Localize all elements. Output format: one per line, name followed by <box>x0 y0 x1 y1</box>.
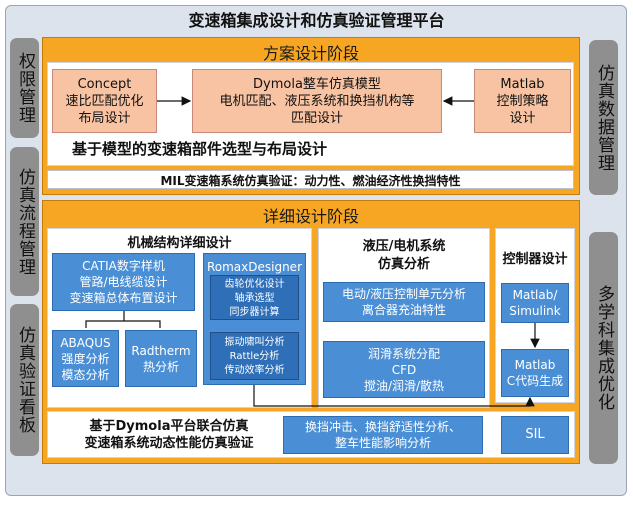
simulation-data-management-panel[interactable]: 仿真数据管理 <box>589 40 618 195</box>
simulation-dashboard-panel[interactable]: 仿真验证看板 <box>10 304 39 456</box>
scheme-summary: 基于模型的变速箱部件选型与布局设计 <box>72 140 328 158</box>
page-title: 变速箱集成设计和仿真验证管理平台 <box>188 11 445 30</box>
hydraulic-title-line2: 仿真分析 <box>377 257 430 272</box>
arrow-mech-to-bottom <box>253 385 535 407</box>
catia-box[interactable]: CATIA数字样机管路/电线缆设计变速箱总体布置设计 <box>52 253 195 311</box>
hydraulic-box1-line1: 电动/液压控制单元分析 <box>341 287 467 301</box>
codegen-line1: Matlab <box>514 358 556 372</box>
concept-label: Concept <box>77 76 132 92</box>
cosim-line1: 基于Dymola平台联合仿真 <box>89 419 249 434</box>
mechanical-title: 机械结构详细设计 <box>127 236 232 251</box>
dymola-line3: 匹配设计 <box>290 110 343 126</box>
hydraulic-control-box[interactable]: 电动/液压控制单元分析离合器充油特性 <box>323 282 485 322</box>
sil-box[interactable]: SIL <box>501 416 569 454</box>
permission-management-panel[interactable]: 权限管理 <box>10 38 39 138</box>
shift-analysis-line1: 换挡冲击、换挡舒适性分析、 <box>304 420 461 434</box>
romax-gear-line3: 同步器计算 <box>229 307 280 318</box>
arrow-catia-tree <box>85 311 161 328</box>
hydraulic-title-line1: 液压/电机系统 <box>362 239 446 254</box>
dymola-label: Dymola整车仿真模型 <box>253 76 381 92</box>
romax-gear-line1: 齿轮优化设计 <box>224 279 285 290</box>
romax-title: RomaxDesigner <box>206 260 303 274</box>
abaqus-line3: 模态分析 <box>61 367 110 382</box>
romax-vib-line2: Rattle分析 <box>229 351 280 362</box>
cosim-text: 基于Dymola平台联合仿真变速箱系统动态性能仿真验证 <box>58 418 280 452</box>
cosim-line2: 变速箱系统动态性能仿真验证 <box>84 436 254 451</box>
catia-label: CATIA数字样机 <box>82 259 165 273</box>
hydraulic-title: 液压/电机系统仿真分析 <box>318 238 490 274</box>
dymola-model-box[interactable]: Dymola整车仿真模型电机匹配、液压系统和换挡机构等匹配设计 <box>192 69 442 133</box>
radtherm-label: Radtherm <box>131 343 191 358</box>
codegen-line2: C代码生成 <box>506 374 564 388</box>
lubrication-line1: 润滑系统分配 <box>367 346 440 361</box>
controller-title: 控制器设计 <box>502 252 568 267</box>
concept-line3: 布局设计 <box>78 110 131 126</box>
matlab-simulink-box[interactable]: Matlab/Simulink <box>501 283 569 323</box>
catia-line2: 管路/电线缆设计 <box>79 275 168 289</box>
simulation-flow-management-panel[interactable]: 仿真流程管理 <box>10 147 39 296</box>
dymola-line2: 电机匹配、液压系统和换挡机构等 <box>219 93 415 109</box>
shift-analysis-box[interactable]: 换挡冲击、换挡舒适性分析、整车性能影响分析 <box>283 416 483 454</box>
concept-line2: 速比匹配优化 <box>65 93 144 109</box>
matlab-line3: 设计 <box>509 110 536 126</box>
romax-vibration-box[interactable]: 振动啸叫分析 Rattle分析传动效率分析 <box>210 332 299 380</box>
matlab-line2: 控制策略 <box>496 93 549 109</box>
romax-gear-line2: 轴承选型 <box>234 293 275 304</box>
lubrication-line3: 搅油/润滑/散热 <box>363 378 445 393</box>
hydraulic-box1-line2: 离合器充油特性 <box>361 303 446 317</box>
radtherm-line2: 热分析 <box>142 359 179 374</box>
multidisciplinary-optimization-panel[interactable]: 多学科集成优化 <box>589 232 618 464</box>
romax-vib-line3: 传动效率分析 <box>224 365 285 376</box>
mil-text: MIL变速箱系统仿真验证：动力性、燃油经济性换挡特性 <box>160 174 461 188</box>
abaqus-label: ABAQUS <box>60 335 111 350</box>
shift-analysis-line2: 整车性能影响分析 <box>334 436 431 450</box>
matlab-label: Matlab <box>500 76 545 92</box>
abaqus-line2: 强度分析 <box>61 351 110 366</box>
simulink-line1: Matlab/ <box>512 288 558 302</box>
catia-line3: 变速箱总体布置设计 <box>69 291 178 305</box>
romax-gear-box[interactable]: 齿轮优化设计轴承选型同步器计算 <box>210 275 299 320</box>
simulink-line2: Simulink <box>509 304 561 318</box>
scheme-stage-title: 方案设计阶段 <box>262 44 359 63</box>
detail-stage-title: 详细设计阶段 <box>262 207 359 226</box>
mil-bar <box>47 170 574 189</box>
romax-vib-line1: 振动啸叫分析 <box>224 337 285 348</box>
lubrication-line2: CFD <box>391 362 417 377</box>
